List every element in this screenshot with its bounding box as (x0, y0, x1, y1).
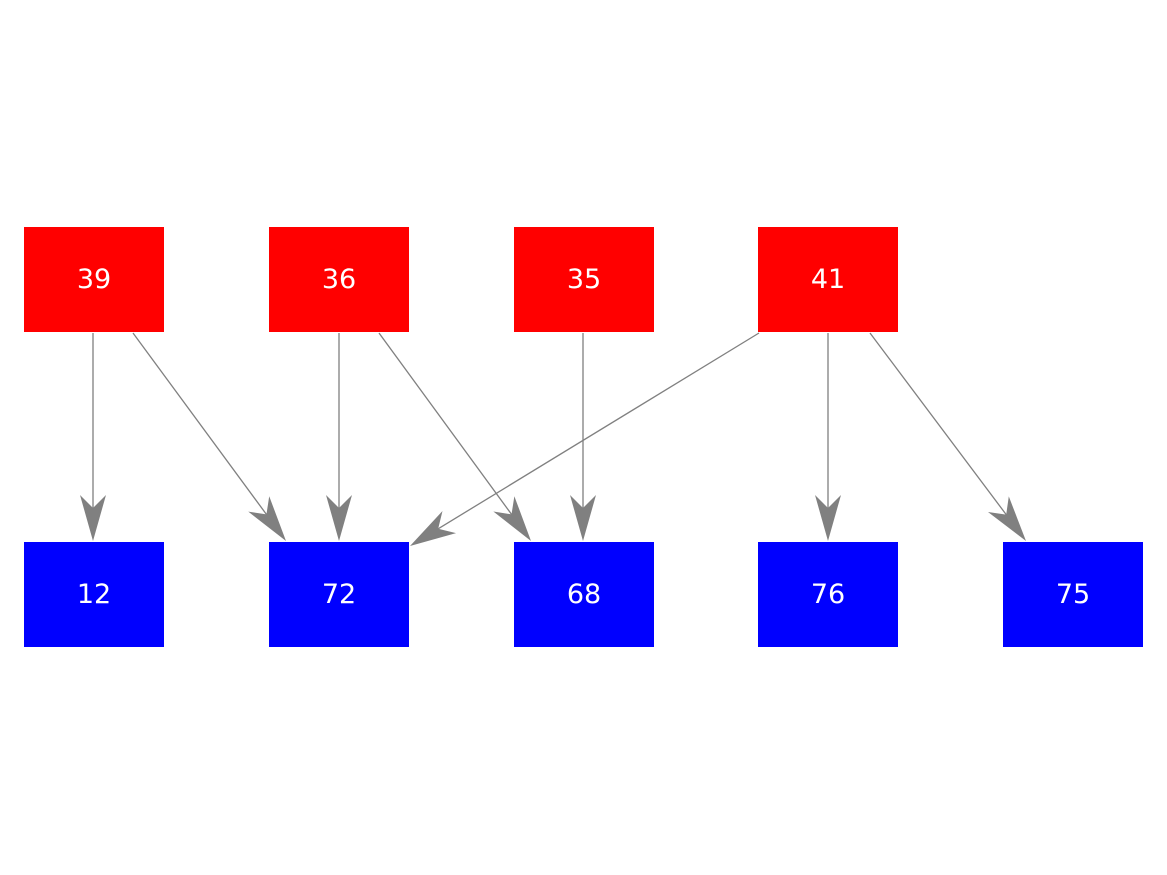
graph-edge (80, 333, 106, 541)
graph-node[interactable]: 68 (514, 542, 654, 647)
arrowhead-icon (988, 496, 1026, 541)
edge-line (869, 332, 1015, 526)
graph-edge (815, 333, 841, 541)
graph-edge (570, 333, 596, 541)
graph-node[interactable]: 35 (514, 227, 654, 332)
arrowhead-icon (248, 496, 286, 541)
graph-node[interactable]: 36 (269, 227, 409, 332)
graph-edge (869, 332, 1026, 541)
arrowhead-icon (410, 510, 457, 546)
edge-line (132, 332, 276, 526)
arrowhead-icon (815, 495, 841, 541)
graph-node[interactable]: 39 (24, 227, 164, 332)
graph-node[interactable]: 12 (24, 542, 164, 647)
arrowhead-icon (326, 495, 352, 541)
node-rect[interactable] (1003, 542, 1143, 647)
node-rect[interactable] (24, 542, 164, 647)
node-rect[interactable] (758, 542, 898, 647)
edges-group (80, 332, 1026, 546)
arrowhead-icon (570, 495, 596, 541)
graph-edge (410, 332, 760, 546)
node-rect[interactable] (269, 227, 409, 332)
node-rect[interactable] (758, 227, 898, 332)
graph-node[interactable]: 72 (269, 542, 409, 647)
arrowhead-icon (493, 496, 531, 541)
node-rect[interactable] (514, 227, 654, 332)
arrowhead-icon (80, 495, 106, 541)
graph-node[interactable]: 41 (758, 227, 898, 332)
graph-node[interactable]: 76 (758, 542, 898, 647)
edge-line (378, 332, 521, 526)
node-rect[interactable] (24, 227, 164, 332)
graph-edge (326, 333, 352, 541)
nodes-group: 39 36 35 41 12 72 68 76 75 (24, 227, 1143, 647)
node-rect[interactable] (269, 542, 409, 647)
graph-edge (132, 332, 286, 541)
edge-line (426, 332, 760, 537)
graph-node[interactable]: 75 (1003, 542, 1143, 647)
graph-edge (378, 332, 531, 541)
node-rect[interactable] (514, 542, 654, 647)
